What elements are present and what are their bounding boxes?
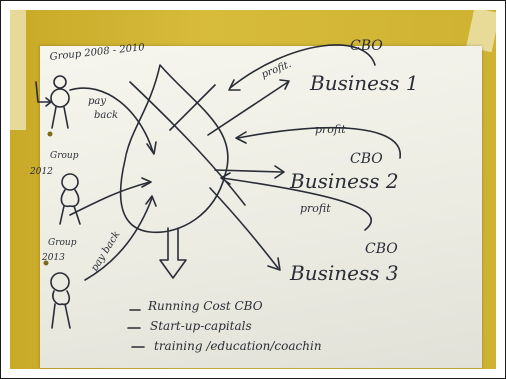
outflow-arrow: [159, 227, 187, 279]
group-3-label: Group: [48, 238, 77, 248]
profit-arrow-1: [229, 44, 376, 89]
arrow-to-business-1: [207, 81, 289, 136]
pay-back-label-top: pay: [88, 96, 106, 107]
business-1-label: Business 1: [309, 71, 419, 95]
hand-drawn-diagram: Group 2008 - 2010 pay back Group 2012 Gr…: [29, 38, 419, 353]
use-training: training /education/coachin: [154, 339, 322, 353]
pay-back-label-lower: pay back: [89, 229, 122, 273]
inflow-line: [129, 81, 246, 206]
cbo-label-3: CBO: [365, 241, 398, 257]
group-figure-1: [50, 75, 70, 129]
business-3-label: Business 3: [289, 261, 399, 285]
photo-background: Group 2008 - 2010 pay back Group 2012 Gr…: [10, 10, 496, 369]
pay-back-label-top-2: back: [94, 110, 118, 121]
inflow-line: [169, 84, 216, 131]
cbo-label-1: CBO: [350, 38, 383, 54]
use-start-up-capital: Start-up-capitals: [150, 319, 252, 333]
use-running-cost: Running Cost CBO: [147, 299, 263, 313]
pay-back-arrow-2: [69, 181, 151, 216]
pay-back-arrow-3: [84, 197, 153, 281]
arrow-to-business-2: [214, 169, 283, 173]
profit-label-2: profit: [315, 123, 346, 136]
group-figure-2: [59, 173, 81, 225]
cbo-label-2: CBO: [350, 151, 383, 167]
group-figure-3: [50, 272, 71, 329]
central-fund-shape: [119, 64, 229, 234]
profit-label-3: profit: [300, 202, 331, 215]
group-1-label: Group 2008 - 2010: [49, 42, 146, 63]
profit-arrow-3: [221, 177, 372, 231]
group-2-year: 2012: [29, 167, 53, 177]
group-3-year: 2013: [41, 253, 65, 263]
profit-arrow-2: [237, 126, 401, 159]
profit-label-1: profit.: [260, 59, 293, 81]
business-2-label: Business 2: [289, 169, 399, 193]
group-2-label: Group: [50, 151, 79, 161]
pay-back-arrow-1: [69, 87, 154, 153]
arrow-to-business-3: [209, 187, 279, 269]
tape-strip: [10, 10, 26, 130]
